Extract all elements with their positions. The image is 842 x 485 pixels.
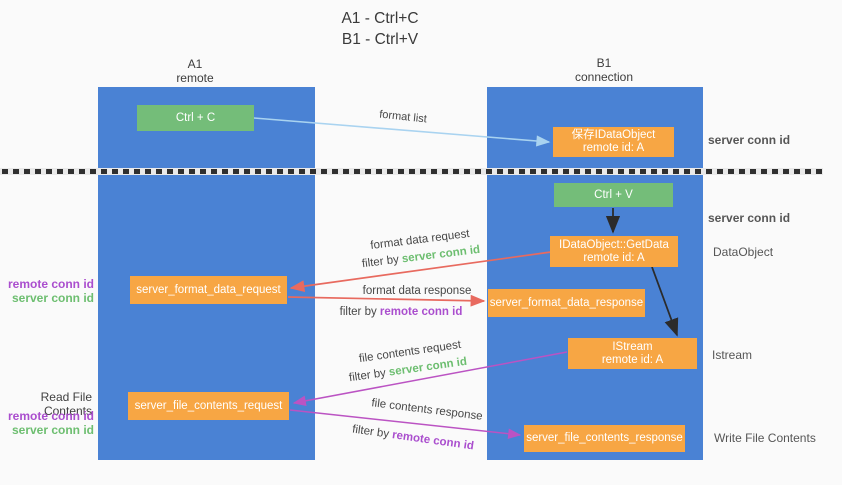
file-contents-response-filter-label: filter by remote conn id <box>351 424 474 453</box>
format-list-label: format list <box>378 108 428 126</box>
filter-by-text: filter by <box>339 306 380 318</box>
format-request-label: server_format_data_request <box>136 283 281 296</box>
istream-node: IStream remote id: A <box>568 338 697 369</box>
server-conn-id-mid-label: server conn id <box>708 211 791 225</box>
file-response-label: server_file_contents_response <box>526 432 683 444</box>
getdata-node: IDataObject::GetData remote id: A <box>550 236 678 267</box>
format-request-node: server_format_data_request <box>130 276 287 304</box>
remote-conn-id-label: remote conn id <box>7 277 94 291</box>
column-a-role: remote <box>176 71 214 85</box>
ctrl-c-label: Ctrl + C <box>175 111 216 124</box>
format-data-response-arrow <box>287 294 486 307</box>
remote-conn-id-label: remote conn id <box>7 409 94 423</box>
file-response-node: server_file_contents_response <box>524 425 685 452</box>
format-response-node: server_format_data_response <box>488 289 645 317</box>
page-title: A1 - Ctrl+C B1 - Ctrl+V <box>290 8 470 50</box>
server-conn-id-top-label: server conn id <box>708 133 791 147</box>
filter-by-text: filter by <box>361 253 403 271</box>
column-b-header: B1 connection <box>544 56 664 84</box>
remote-conn-id-text: remote conn id <box>379 306 463 318</box>
save-dataobject-line1: 保存IDataObject <box>571 129 656 141</box>
save-dataobject-node: 保存IDataObject remote id: A <box>553 127 674 157</box>
getdata-line1: IDataObject::GetData <box>559 238 669 251</box>
ctrl-v-label: Ctrl + V <box>594 188 633 201</box>
format-conn-id-annotation: remote conn id server conn id <box>0 277 94 305</box>
session-divider-dotted-line <box>0 168 823 175</box>
file-contents-response-label: file contents response <box>370 397 484 423</box>
column-a-name: A1 <box>187 57 203 71</box>
server-conn-id-label: server conn id <box>11 423 94 437</box>
istream-line1: IStream <box>612 340 653 353</box>
file-conn-id-annotation: remote conn id server conn id <box>0 409 94 437</box>
read-file-contents-label: Read File Contents <box>40 390 92 418</box>
write-file-contents-label: Write File Contents <box>714 431 816 445</box>
istream-line2: remote id: A <box>601 353 664 366</box>
format-data-response-filter-label: filter by remote conn id <box>340 306 463 318</box>
ctrl-v-node: Ctrl + V <box>554 183 673 207</box>
dataobject-label: DataObject <box>713 245 774 259</box>
page-title-line1: A1 - Ctrl+C <box>341 10 419 27</box>
format-response-label: server_format_data_response <box>489 296 644 309</box>
format-data-response-label: format data response <box>362 285 472 297</box>
column-b-role: connection <box>574 70 634 84</box>
ctrl-c-node: Ctrl + C <box>137 105 254 131</box>
page-title-line2: B1 - Ctrl+V <box>341 31 419 48</box>
column-b-name: B1 <box>596 56 612 70</box>
file-request-node: server_file_contents_request <box>128 392 289 420</box>
server-conn-id-label: server conn id <box>11 291 94 305</box>
save-dataobject-line2: remote id: A <box>582 142 645 154</box>
filter-by-text: filter by <box>351 423 393 442</box>
filter-by-text: filter by <box>348 366 390 385</box>
remote-conn-id-text: remote conn id <box>391 429 475 453</box>
file-request-label: server_file_contents_request <box>134 399 283 412</box>
column-a-header: A1 remote <box>135 57 255 85</box>
getdata-line2: remote id: A <box>583 251 645 264</box>
server-conn-id-text: server conn id <box>401 243 481 266</box>
istream-side-label: Istream <box>712 348 753 362</box>
